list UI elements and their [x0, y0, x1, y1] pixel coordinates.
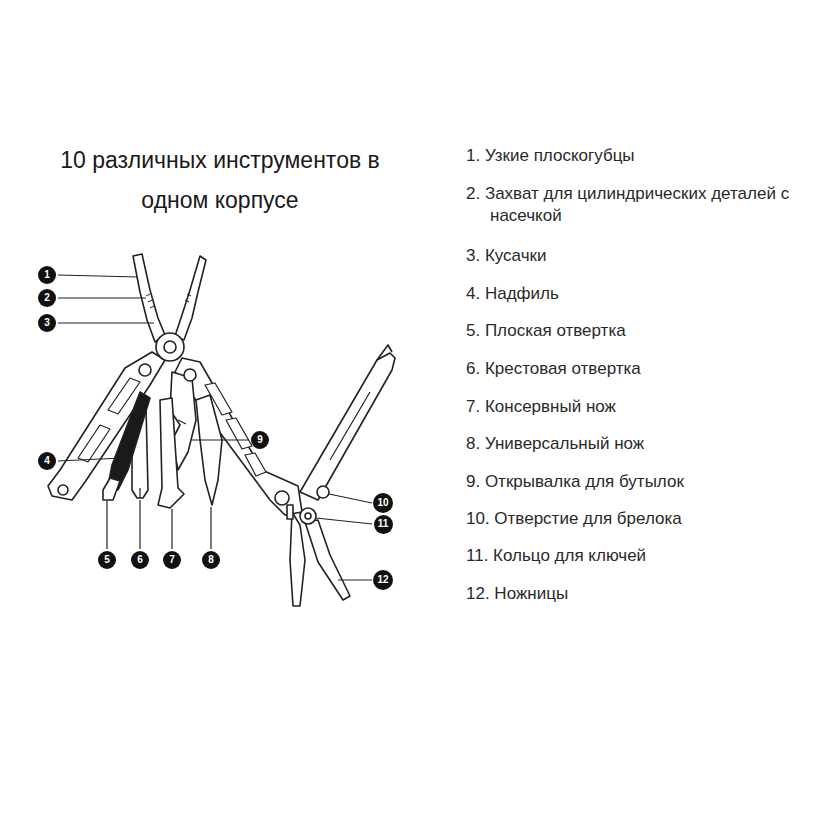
leader-line	[171, 509, 172, 549]
callout-label: 3	[38, 318, 56, 328]
opener-slot	[178, 420, 186, 424]
list-item: 10. Отверстие для брелока	[466, 508, 826, 530]
flat-screwdriver	[103, 478, 120, 500]
list-item: 9. Открывалка для бутылок	[466, 471, 826, 493]
list-item: 4. Надфиль	[466, 283, 826, 305]
lanyard-pin	[287, 505, 293, 519]
phillips-tip	[139, 488, 140, 498]
list-item: 12. Ножницы	[466, 583, 826, 605]
list-item: 8. Универсальный нож	[466, 433, 826, 455]
handle-rivet	[184, 369, 196, 381]
arm-slot	[330, 392, 370, 460]
callout-number: 10	[373, 493, 393, 513]
list-item: 5. Плоская отвертка	[466, 320, 826, 342]
callout-circle-shape	[38, 289, 56, 307]
callout-circle-shape	[98, 551, 116, 569]
callout-label: 10	[373, 498, 393, 508]
leader-line	[58, 322, 154, 323]
callout-circle-shape	[202, 551, 220, 569]
callout-label: 6	[131, 555, 149, 565]
leader-line	[106, 501, 107, 549]
callout-circle-shape	[131, 551, 149, 569]
handle-rivet	[58, 485, 68, 495]
callout-number: 5	[98, 551, 116, 569]
list-item: 7. Консервный нож	[466, 396, 826, 418]
leader-line	[338, 579, 372, 580]
callout-label: 7	[163, 555, 181, 565]
handle-cutout	[226, 418, 252, 449]
main-pivot-inner	[164, 341, 176, 353]
handle-cutout	[78, 425, 110, 462]
list-item: 1. Узкие плоскогубцы	[466, 145, 826, 167]
list-item: 3. Кусачки	[466, 245, 826, 267]
arm-tip	[377, 345, 392, 360]
list-item: 11. Кольцо для ключей	[466, 545, 826, 567]
leader-line	[58, 275, 138, 277]
callout-label: 12	[373, 575, 393, 585]
callout-circle-shape	[374, 515, 393, 534]
callout-label: 5	[98, 555, 116, 565]
callout-circle-shape	[373, 570, 393, 590]
lanyard-hole	[317, 486, 329, 498]
leader-line	[316, 518, 372, 524]
callout-label: 8	[202, 555, 220, 565]
callout-number: 7	[163, 551, 181, 569]
leader-line	[139, 500, 140, 549]
callout-number: 8	[202, 551, 220, 569]
callout-number: 3	[38, 314, 56, 332]
main-pivot	[156, 333, 184, 361]
callout-number: 11	[374, 515, 393, 534]
left-handle	[48, 352, 165, 500]
list-item: 6. Крестовая отвертка	[466, 358, 826, 380]
callout-number: 1	[38, 266, 56, 284]
callout-label: 9	[251, 435, 269, 445]
leader-line	[329, 494, 372, 503]
callout-number: 6	[131, 551, 149, 569]
callout-circle-shape	[38, 452, 56, 470]
callout-circle-shape	[163, 551, 181, 569]
title: 10 различных инструментов в одном корпус…	[25, 140, 415, 220]
file-tool	[108, 392, 150, 490]
callout-circle-shape	[38, 266, 56, 284]
scissors-blade	[290, 512, 305, 606]
callout-label: 1	[38, 270, 56, 280]
callout-circle-shape	[373, 493, 393, 513]
callout-number: 2	[38, 289, 56, 307]
plier-jaw	[175, 256, 206, 340]
leader-line	[58, 297, 146, 298]
leader-line	[192, 439, 249, 440]
callout-label: 4	[38, 456, 56, 466]
callout-label: 2	[38, 293, 56, 303]
callout-number: 4	[38, 452, 56, 470]
right-handle	[175, 358, 302, 515]
lower-pivot	[275, 491, 289, 505]
handle-rivet	[139, 364, 151, 376]
can-opener	[158, 398, 184, 508]
leader-line	[210, 507, 211, 549]
extended-arm	[300, 353, 395, 500]
leader-line	[58, 458, 122, 461]
list-item: 2. Захват для цилиндрических деталей с н…	[466, 183, 826, 227]
knife-blade	[196, 395, 222, 505]
handle-cutout	[245, 453, 266, 476]
callout-circle-shape	[251, 431, 269, 449]
scissors-blade	[305, 520, 350, 600]
keyring-hole	[305, 513, 311, 519]
jaw-serration	[146, 294, 191, 308]
callout-number: 12	[373, 570, 393, 590]
callout-circle-shape	[38, 314, 56, 332]
callout-number: 9	[251, 431, 269, 449]
keyring	[300, 508, 316, 524]
callout-label: 11	[374, 519, 393, 529]
